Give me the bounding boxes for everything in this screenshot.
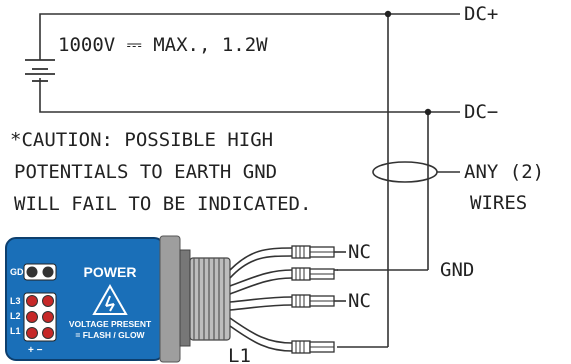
terminal-lug-nc-bottom bbox=[291, 294, 346, 308]
gd-label: GD bbox=[10, 267, 24, 277]
l3-label: L3 bbox=[10, 296, 21, 306]
thread-lines bbox=[193, 258, 225, 340]
gd-led-2 bbox=[42, 266, 54, 278]
terminal-lug-nc-top bbox=[291, 245, 346, 259]
battery-symbol bbox=[25, 59, 55, 82]
caution-line-2: POTENTIALS TO EARTH GND bbox=[14, 161, 277, 183]
flash-glow-label: = FLASH / GLOW bbox=[75, 330, 145, 340]
threaded-fitting bbox=[189, 257, 231, 341]
terminal-lug-gnd bbox=[291, 267, 338, 281]
terminal-lug-l1 bbox=[291, 340, 335, 354]
voltage-tester-device: GD L3 L2 L1 + − POWER VOLTAGE PRESENT = … bbox=[5, 235, 231, 363]
gnd-label: GND bbox=[440, 259, 474, 281]
power-label: POWER bbox=[84, 264, 137, 280]
dc-minus-label: DC− bbox=[464, 101, 498, 123]
any-wires-label: ANY (2) bbox=[464, 161, 544, 183]
polarity-label: + − bbox=[28, 345, 43, 356]
l1-led-2 bbox=[42, 327, 54, 339]
device-side-band bbox=[159, 235, 181, 363]
l1-label: L1 bbox=[10, 326, 21, 336]
l2-led-2 bbox=[42, 311, 54, 323]
l1-led-1 bbox=[26, 327, 38, 339]
gd-led-1 bbox=[26, 266, 38, 278]
warning-icon bbox=[92, 283, 128, 315]
voltage-present-label: VOLTAGE PRESENT bbox=[69, 319, 152, 329]
nc-bottom-label: NC bbox=[348, 290, 371, 312]
caution-line-3: WILL FAIL TO BE INDICATED. bbox=[14, 193, 311, 215]
any-wires-label-2: WIRES bbox=[470, 192, 527, 214]
l2-label: L2 bbox=[10, 311, 21, 321]
dc-minus-junction bbox=[424, 108, 432, 116]
l3-led-2 bbox=[42, 295, 54, 307]
l2-led-1 bbox=[26, 311, 38, 323]
device-leads bbox=[229, 247, 293, 352]
caution-line-1: *CAUTION: POSSIBLE HIGH bbox=[10, 129, 273, 151]
nc-top-label: NC bbox=[348, 241, 371, 263]
l3-led-1 bbox=[26, 295, 38, 307]
dc-plus-junction bbox=[384, 10, 392, 18]
l1-lead-label: L1 bbox=[228, 345, 251, 364]
threaded-neck bbox=[179, 249, 191, 347]
dc-plus-label: DC+ bbox=[464, 3, 498, 25]
rating-label: 1000V ⎓ MAX., 1.2W bbox=[58, 34, 268, 56]
